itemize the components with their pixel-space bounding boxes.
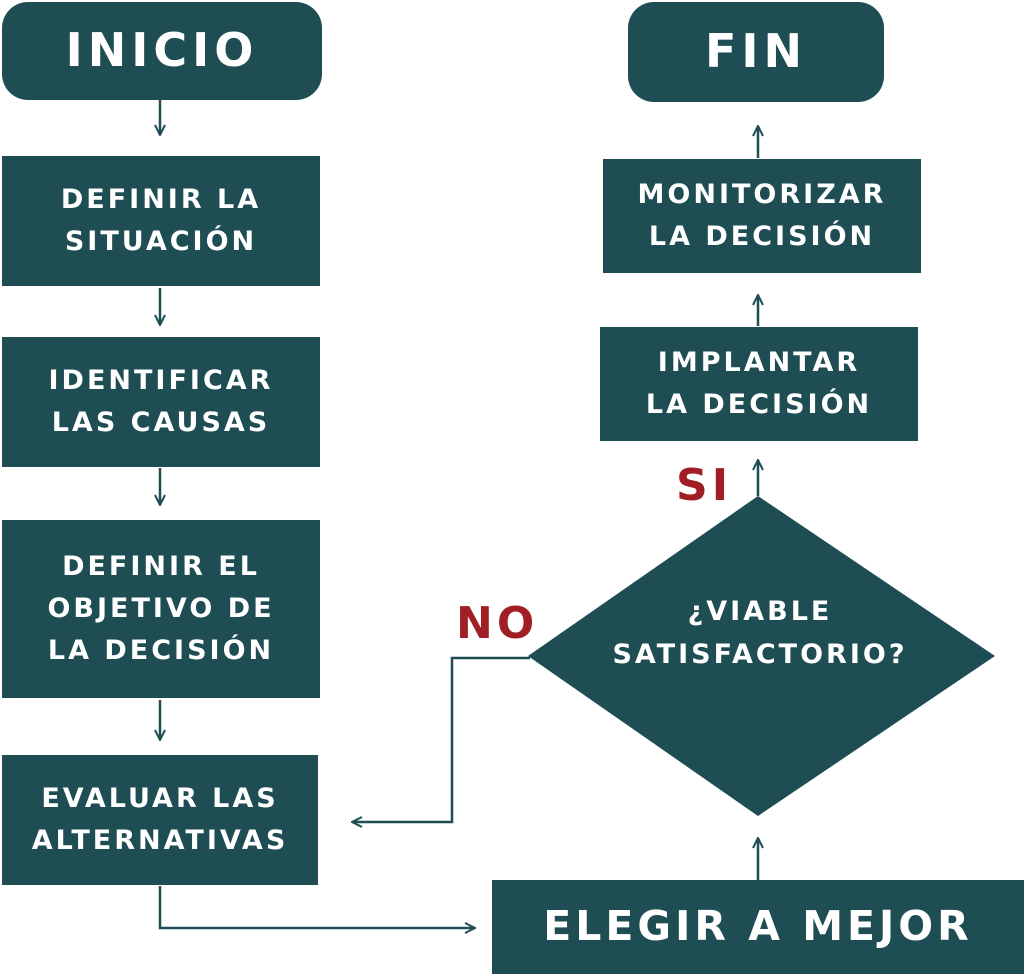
- yes-label: SI: [676, 460, 733, 511]
- end-node: FIN: [628, 2, 884, 102]
- decision-question: ¿VIABLE SATISFACTORIO?: [612, 596, 908, 671]
- arrow-no-back-to-evaluate: [352, 656, 530, 822]
- start-node: INICIO: [2, 2, 322, 100]
- decision-diamond: [528, 496, 995, 816]
- identify-causes-step: IDENTIFICAR LAS CAUSAS: [2, 337, 320, 467]
- evaluate-alternatives-step: EVALUAR LAS ALTERNATIVAS: [2, 755, 318, 885]
- choose-best-step: ELEGIR A MEJOR: [492, 880, 1024, 974]
- define-objective-step: DEFINIR EL OBJETIVO DE LA DECISIÓN: [2, 520, 320, 698]
- no-label: NO: [456, 598, 539, 649]
- arrow-evaluate-to-choose: [158, 886, 475, 928]
- implement-decision-step: IMPLANTAR LA DECISIÓN: [600, 327, 918, 441]
- define-situation-step: DEFINIR LA SITUACIÓN: [2, 156, 320, 286]
- monitor-decision-step: MONITORIZAR LA DECISIÓN: [603, 159, 921, 273]
